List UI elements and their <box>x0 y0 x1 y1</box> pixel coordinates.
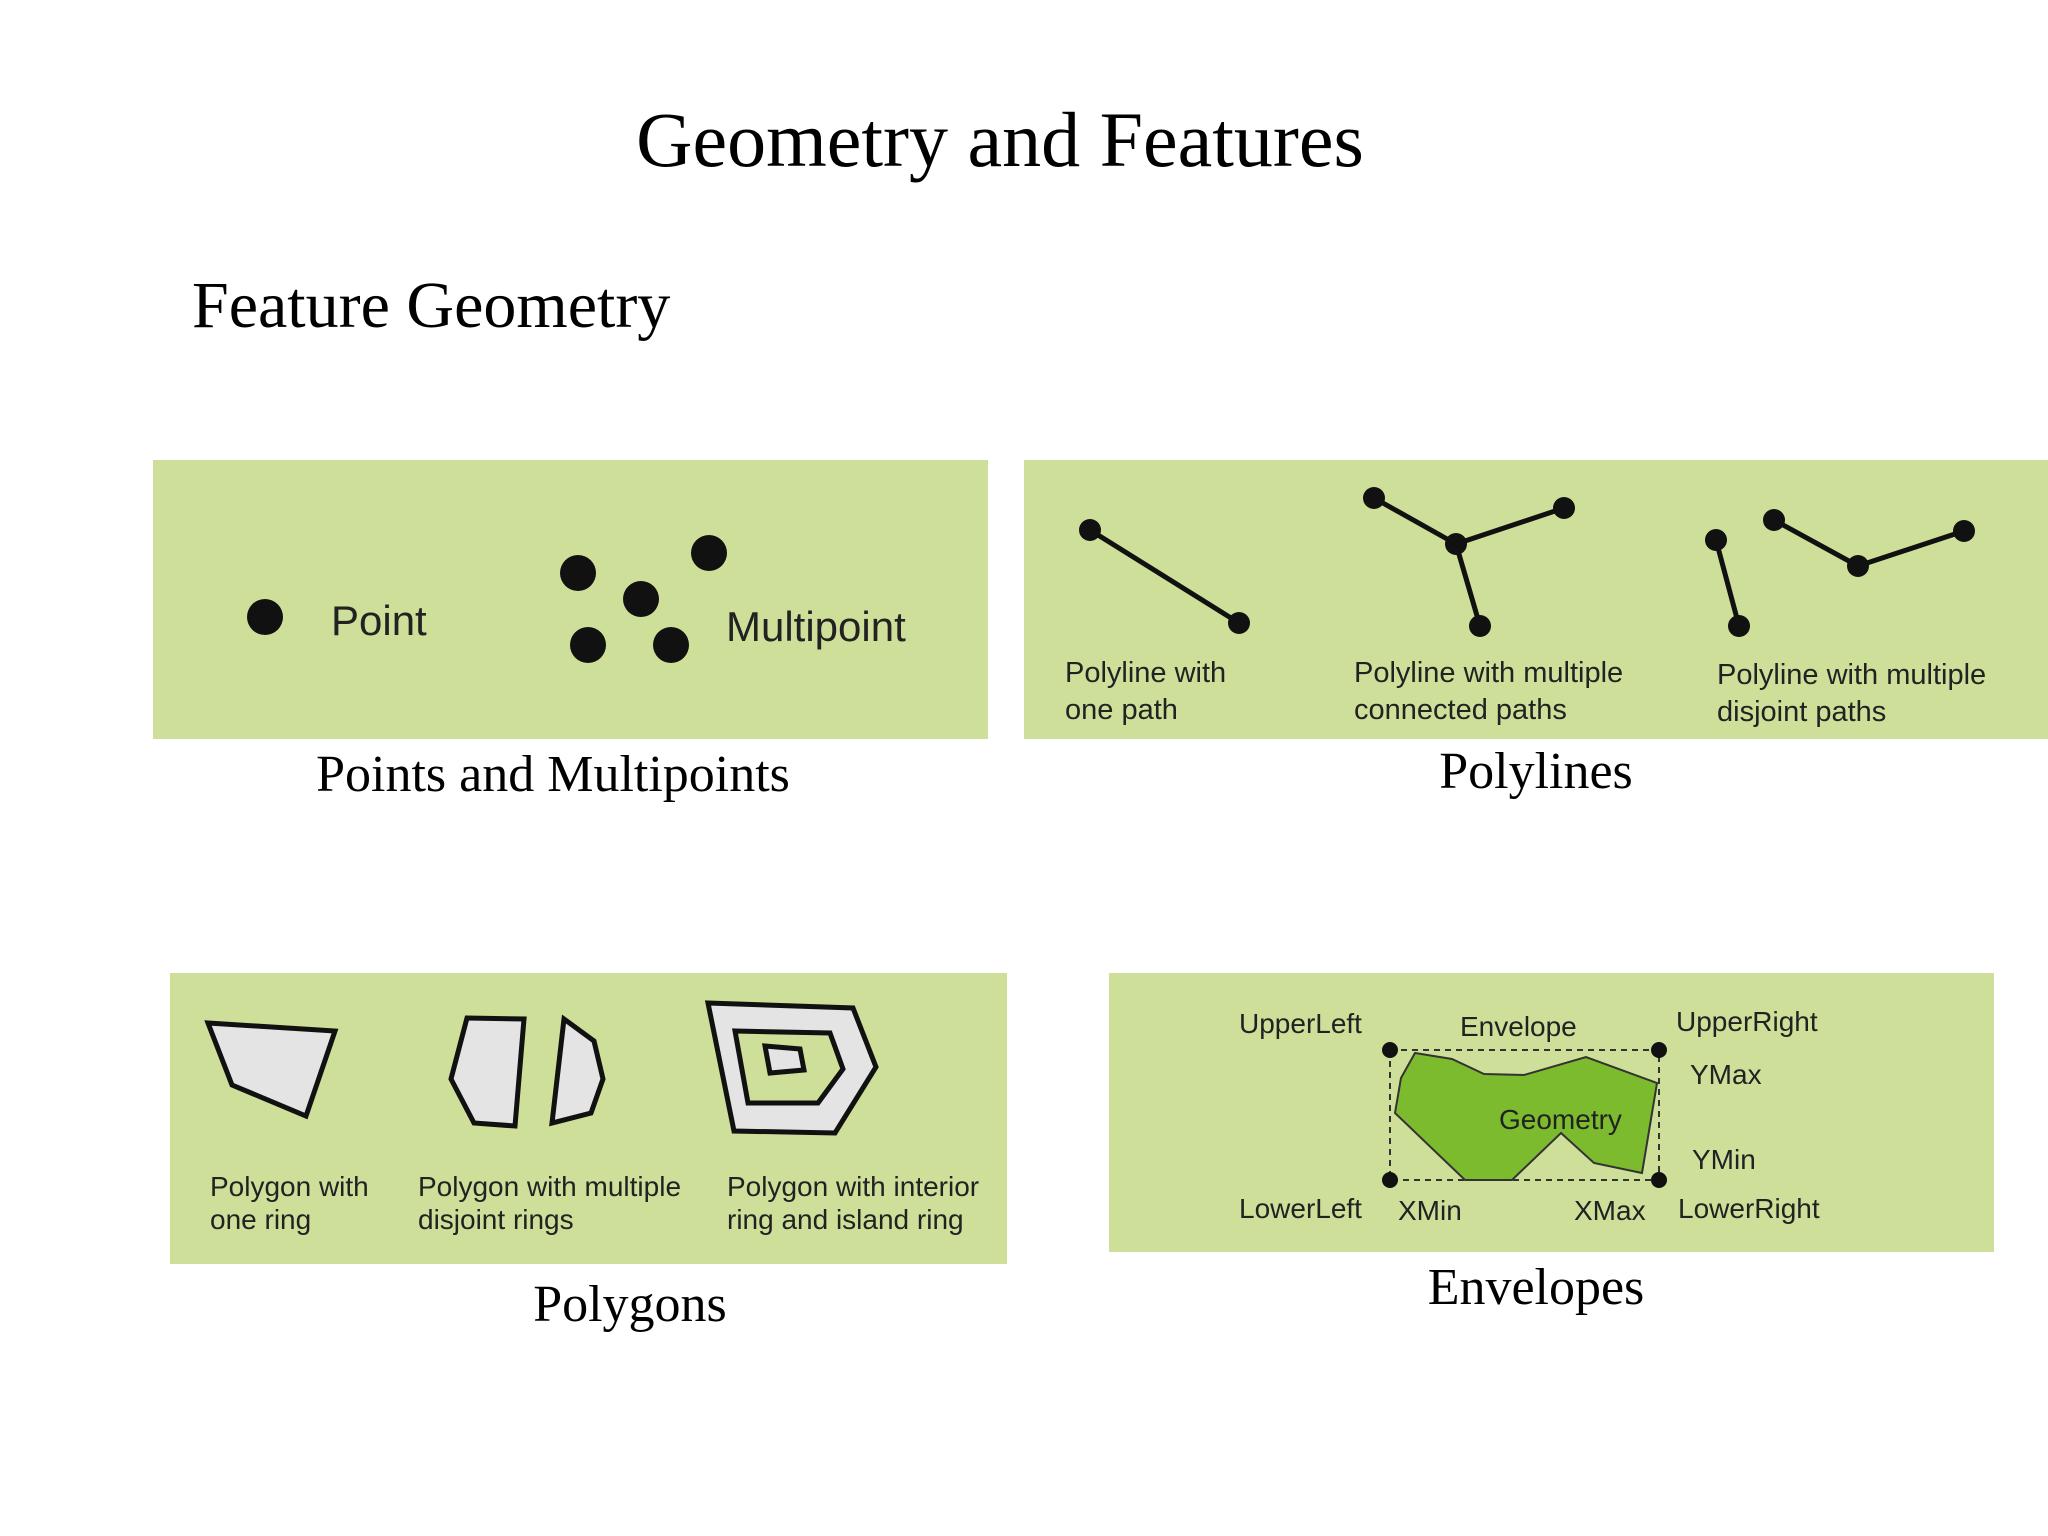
polygons-panel: Polygon with one ring Polygon with multi… <box>170 973 1007 1264</box>
vertex-dot <box>1763 509 1785 531</box>
lower-left-label: LowerLeft <box>1239 1193 1362 1224</box>
polygon-disjoint-ring-a <box>448 1015 527 1129</box>
vertex-dot <box>1705 529 1727 551</box>
polyline-disjoint-label: Polyline with multiple disjoint paths <box>1717 659 1994 728</box>
polylines-diagram: Polyline with one path Polyline with mul… <box>1065 487 1994 728</box>
lower-right-label: LowerRight <box>1678 1193 1820 1224</box>
geometry-label: Geometry <box>1499 1104 1622 1135</box>
vertex-dot <box>1363 487 1385 509</box>
polyline-one-path-label: Polyline with one path <box>1065 657 1234 726</box>
polygon-interior-ring-label: Polygon with interior ring and island ri… <box>727 1171 987 1235</box>
polygons-caption: Polygons <box>533 1276 727 1333</box>
polygon-one-ring-label: Polygon with one ring <box>210 1171 377 1235</box>
points-panel: Point Multipoint <box>153 460 988 739</box>
multipoint-dot <box>560 555 596 591</box>
multipoint-dot <box>623 581 659 617</box>
lower-right-vertex <box>1651 1172 1667 1188</box>
vertex-dot <box>1445 533 1467 555</box>
polylines-panel: Polyline with one path Polyline with mul… <box>1024 460 2048 739</box>
vertex-dot <box>1847 555 1869 577</box>
section-title: Feature Geometry <box>192 269 671 342</box>
polygon-disjoint-ring-b <box>549 1014 606 1127</box>
xmax-label: XMax <box>1574 1195 1646 1226</box>
page-title: Geometry and Features <box>636 96 1364 183</box>
envelope-label: Envelope <box>1460 1011 1577 1042</box>
envelopes-diagram: UpperLeft Envelope UpperRight YMax Geome… <box>1239 1006 1820 1226</box>
polygons-diagram: Polygon with one ring Polygon with multi… <box>204 1000 987 1235</box>
polylines-caption: Polylines <box>1439 743 1633 800</box>
envelopes-panel: UpperLeft Envelope UpperRight YMax Geome… <box>1109 973 1994 1252</box>
vertex-dot <box>1728 615 1750 637</box>
points-diagram: Point Multipoint <box>247 535 906 663</box>
multipoint-label: Multipoint <box>726 603 906 650</box>
upper-left-label: UpperLeft <box>1239 1008 1362 1039</box>
ymax-label: YMax <box>1690 1059 1762 1090</box>
vertex-dot <box>1953 520 1975 542</box>
point-dot <box>247 599 283 635</box>
lower-left-vertex <box>1382 1172 1398 1188</box>
envelopes-caption: Envelopes <box>1427 1259 1645 1316</box>
point-label: Point <box>331 597 427 644</box>
envelope-box <box>1389 1049 1660 1181</box>
vertex-dot <box>1079 519 1101 541</box>
multipoint-dot <box>691 535 727 571</box>
upper-right-label: UpperRight <box>1676 1006 1818 1037</box>
polygon-disjoint-rings-label: Polygon with multiple disjoint rings <box>418 1171 689 1235</box>
points-caption: Points and Multipoints <box>316 746 790 803</box>
vertex-dot <box>1469 615 1491 637</box>
ymin-label: YMin <box>1692 1144 1756 1175</box>
multipoint-dot <box>653 627 689 663</box>
vertex-dot <box>1228 612 1250 634</box>
xmin-label: XMin <box>1398 1195 1462 1226</box>
geometry-shape <box>1393 1051 1659 1181</box>
upper-right-vertex <box>1651 1042 1667 1058</box>
polyline-connected-label: Polyline with multiple connected paths <box>1354 657 1631 726</box>
polygon-island-ring <box>761 1043 807 1076</box>
multipoint-dot <box>570 627 606 663</box>
upper-left-vertex <box>1382 1042 1398 1058</box>
vertex-dot <box>1553 497 1575 519</box>
polygon-one-ring <box>204 1020 339 1120</box>
